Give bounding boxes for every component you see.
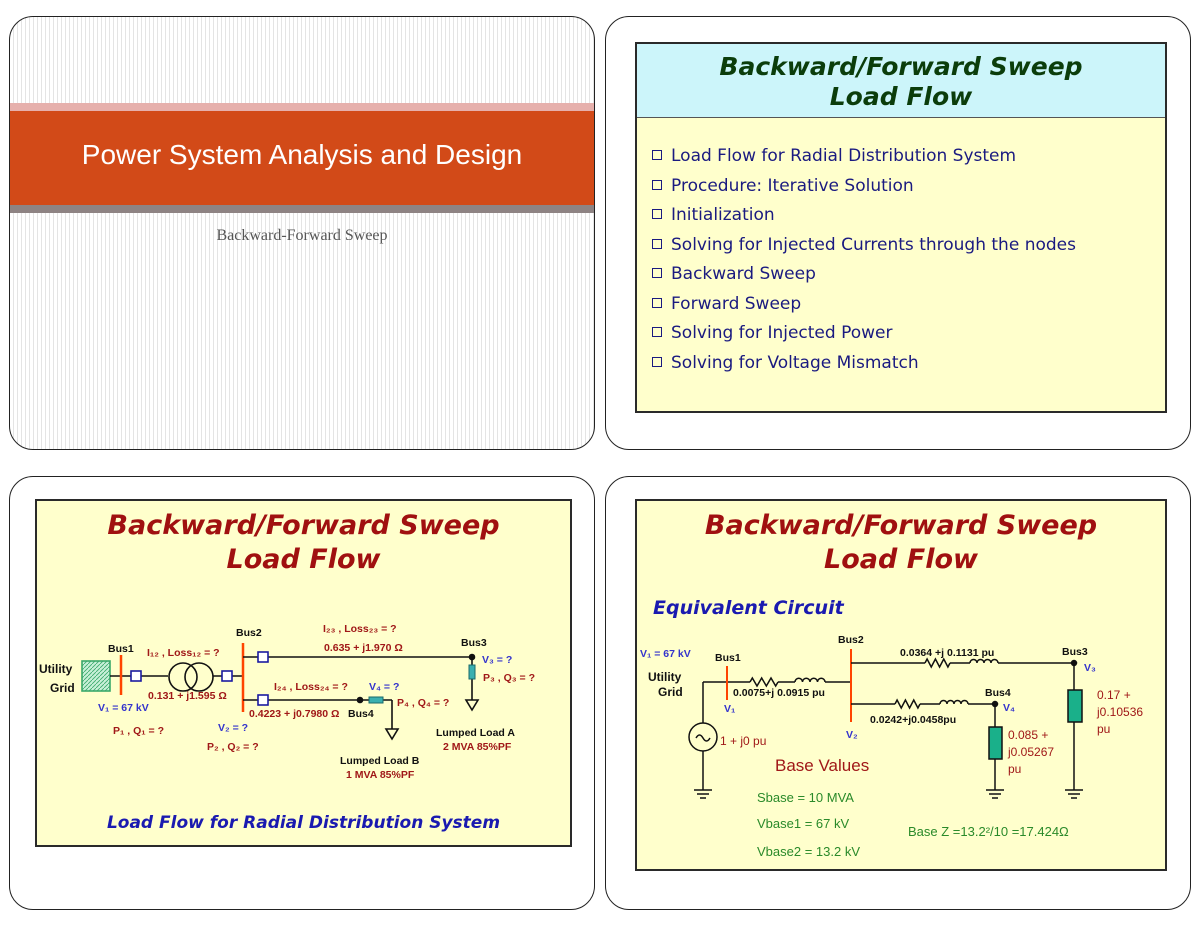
checkbox-bullet-icon [652,150,662,160]
slide-3-one-line-diagram[interactable]: Backward/Forward Sweep Load Flow Load Fl… [9,476,595,910]
slide-title-line2: Load Flow [226,544,381,575]
bullet-text: Procedure: Iterative Solution [671,175,914,196]
bullet-item: Solving for Injected Power [652,319,1076,349]
bullet-item: Backward Sweep [652,260,1076,290]
checkbox-bullet-icon [652,238,662,249]
presentation-title: Power System Analysis and Design [81,139,523,170]
slide-header: Backward/Forward Sweep Load Flow [637,509,1165,577]
presentation-subtitle: Backward-Forward Sweep [216,227,388,244]
slide-content-box: Backward/Forward Sweep Load Flow Load Fl… [35,499,572,847]
checkbox-bullet-icon [652,356,662,367]
slide-header: Backward/Forward Sweep Load Flow [637,44,1165,118]
checkbox-bullet-icon [652,209,662,219]
bullet-text: Solving for Voltage Mismatch [671,352,919,373]
checkbox-bullet-icon [652,179,662,190]
bullet-item: Solving for Injected Currents through th… [652,231,1076,261]
slide-subtitle: Equivalent Circuit [653,597,844,619]
slide-4-equivalent-circuit[interactable]: Backward/Forward Sweep Load Flow Equival… [605,476,1191,910]
accent-band-gray [10,205,594,213]
bullet-text: Forward Sweep [671,293,802,314]
slide-1-title[interactable]: Power System Analysis and Design Backwar… [9,16,595,450]
bullet-item: Solving for Voltage Mismatch [652,349,1076,379]
bullet-item: Forward Sweep [652,290,1076,320]
bullet-text: Backward Sweep [671,264,816,284]
checkbox-bullet-icon [652,327,662,337]
slide-title-line1: Backward/Forward Sweep [704,510,1098,541]
bullet-text: Solving for Injected Power [671,323,893,343]
bullet-text: Load Flow for Radial Distribution System [671,146,1017,166]
bullet-item: Initialization [652,201,1076,231]
slide-content-box: Backward/Forward Sweep Load Flow Equival… [635,499,1167,871]
checkbox-bullet-icon [652,297,662,308]
bullet-text: Solving for Injected Currents through th… [671,234,1076,255]
slide-title-line1: Backward/Forward Sweep [107,510,500,541]
slide-content-box: Backward/Forward Sweep Load Flow Load Fl… [635,42,1167,413]
slide-2-outline[interactable]: Backward/Forward Sweep Load Flow Load Fl… [605,16,1191,450]
title-band [10,111,594,205]
bullet-list: Load Flow for Radial Distribution System… [652,142,1076,378]
bullet-text: Initialization [671,205,775,225]
bullet-item: Procedure: Iterative Solution [652,172,1076,202]
slide-title-line2: Load Flow [829,82,973,111]
slide-title-line1: Backward/Forward Sweep [719,52,1083,81]
checkbox-bullet-icon [652,268,662,278]
slide-header: Backward/Forward Sweep Load Flow [37,509,570,577]
slide-title-line2: Load Flow [824,544,978,575]
slide-footer-caption: Load Flow for Radial Distribution System [106,813,501,833]
accent-band [10,103,594,111]
bullet-item: Load Flow for Radial Distribution System [652,142,1076,172]
